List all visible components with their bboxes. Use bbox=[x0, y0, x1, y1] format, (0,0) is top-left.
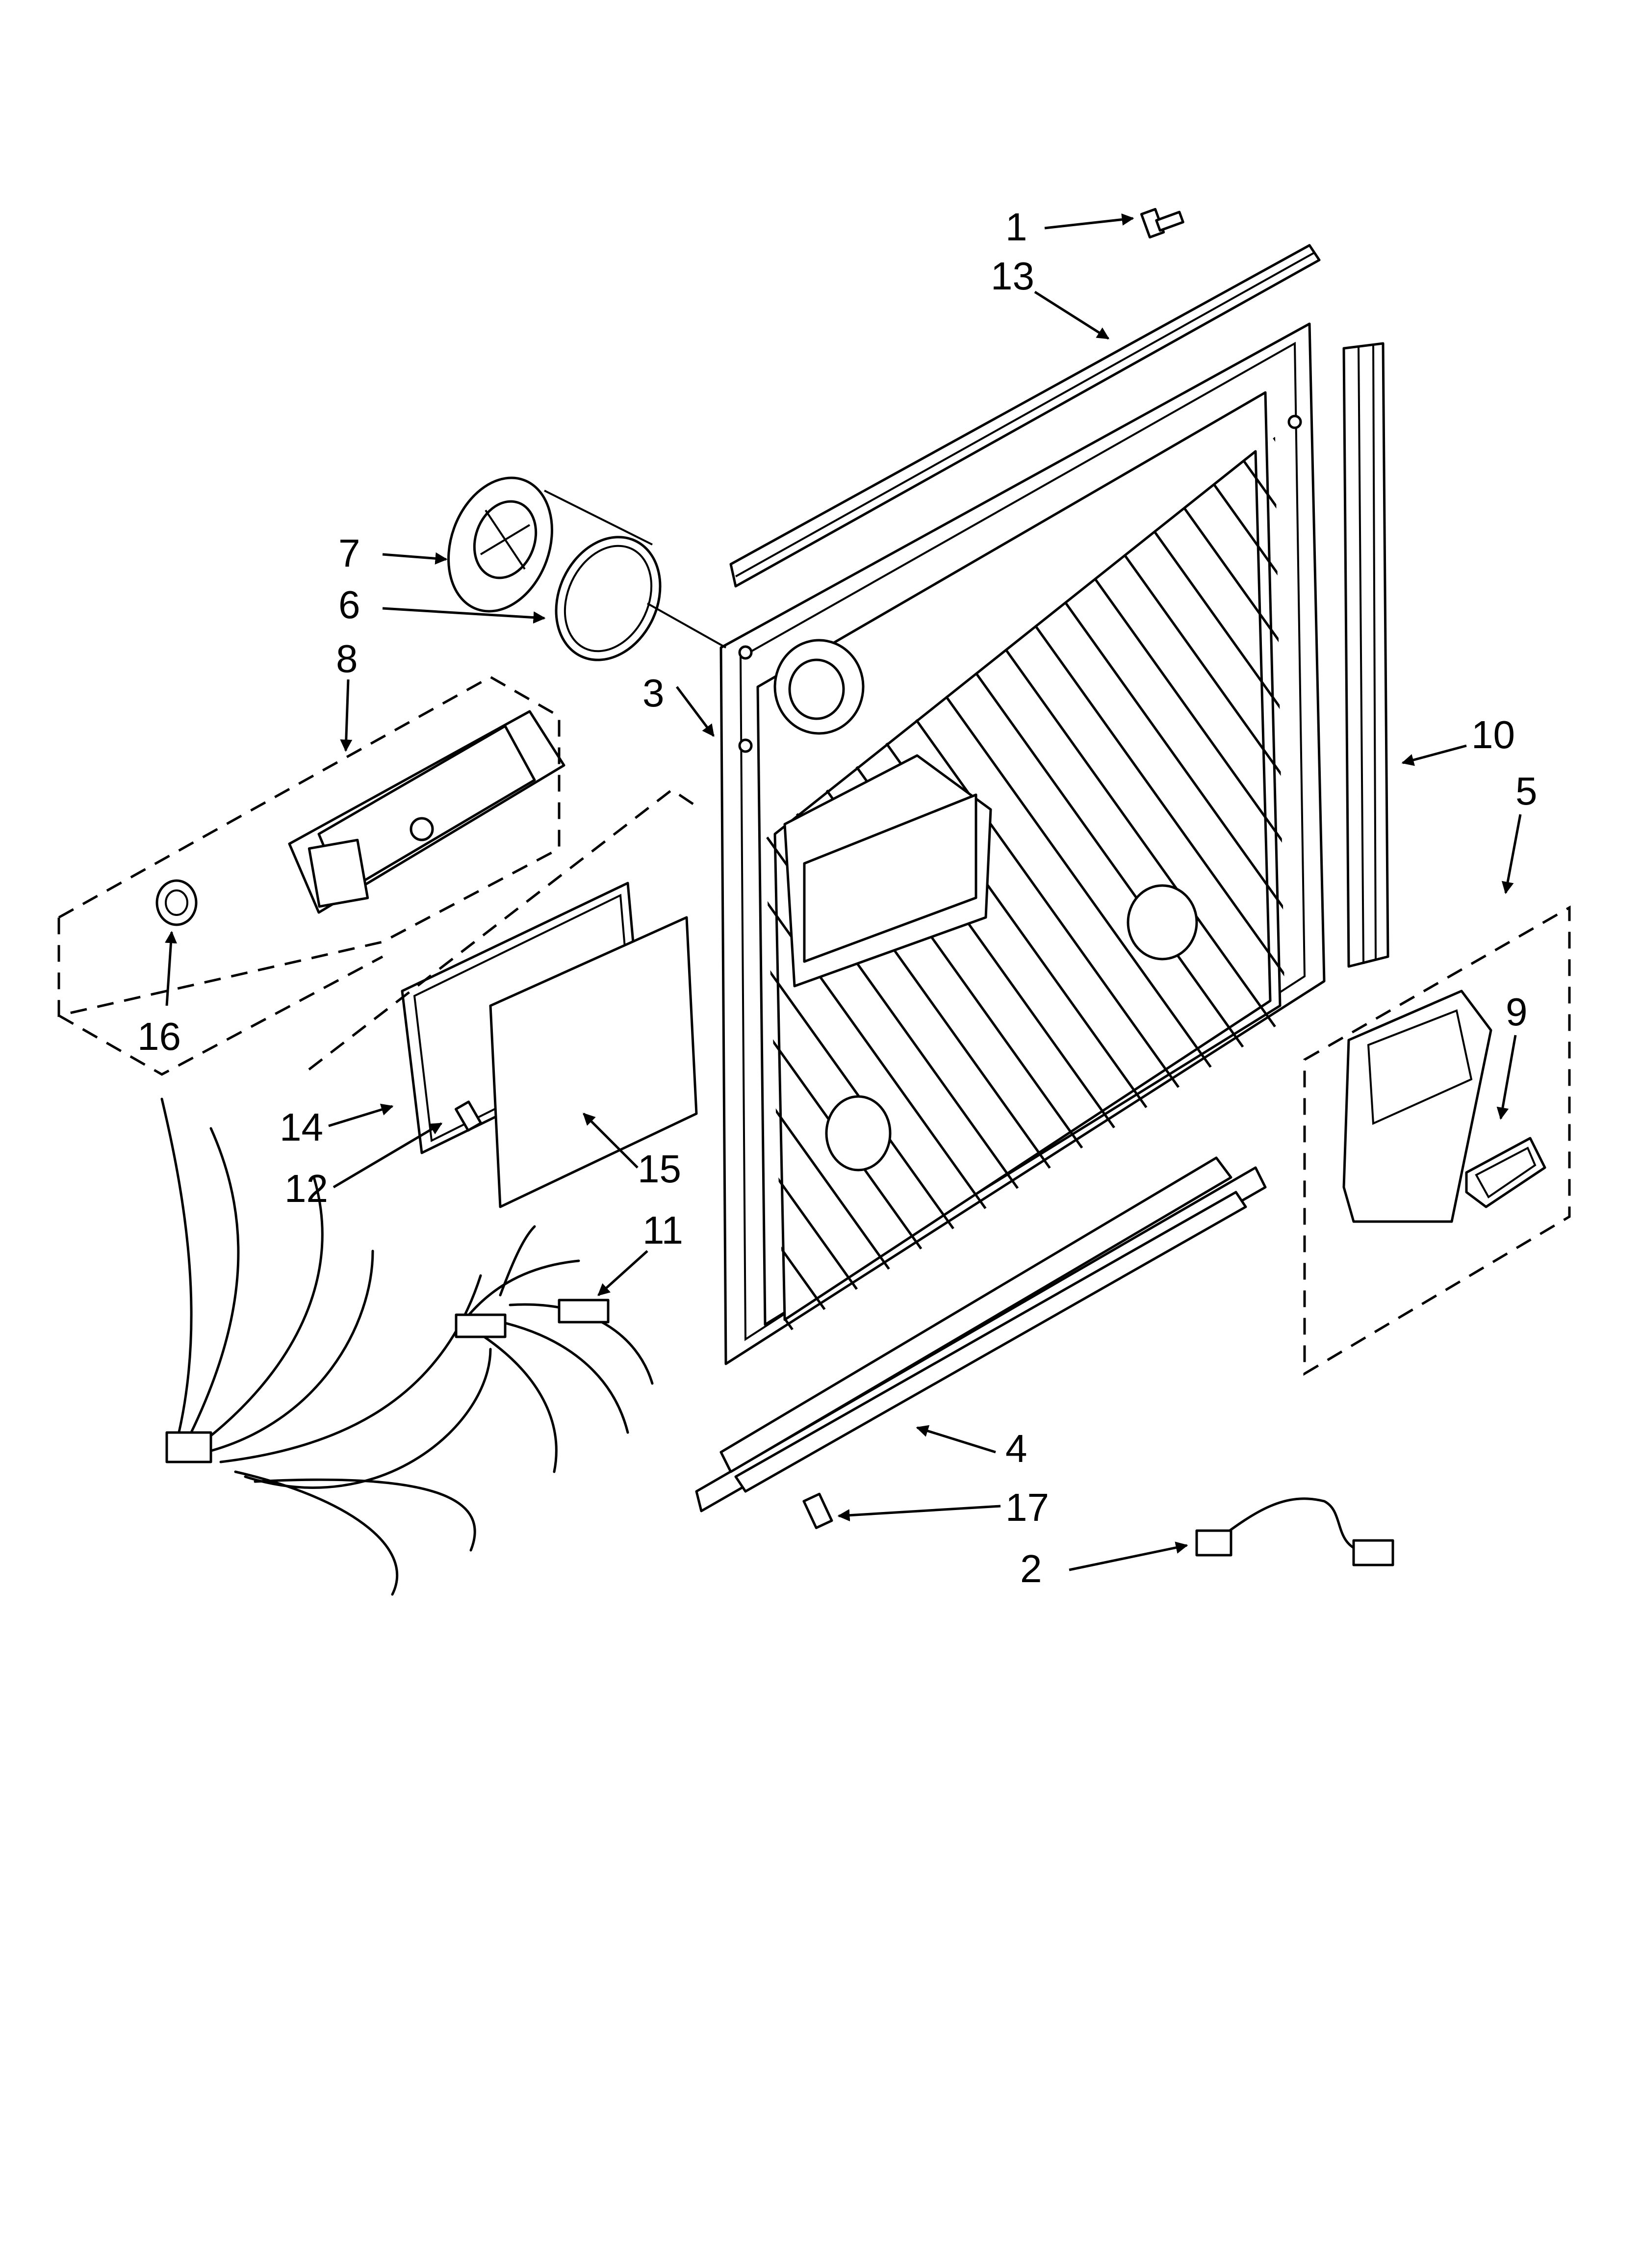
hatch-line bbox=[1439, 343, 1642, 1374]
callout-2: 2 bbox=[1020, 1547, 1042, 1590]
wire-harness-2 bbox=[1195, 1497, 1394, 1566]
board-cover bbox=[489, 916, 698, 1208]
callout-7: 7 bbox=[338, 531, 360, 575]
callout-16: 16 bbox=[137, 1015, 181, 1058]
hatch-line bbox=[765, 437, 919, 1334]
callout-5: 5 bbox=[1515, 769, 1538, 813]
hatch-line bbox=[1112, 437, 1285, 1334]
callout-1: 1 bbox=[1005, 205, 1027, 249]
callout-4: 4 bbox=[1005, 1427, 1027, 1470]
hatch-line bbox=[765, 437, 1012, 1334]
vent-gasket bbox=[555, 536, 662, 661]
hatch-line bbox=[765, 437, 1105, 1334]
group-14-outline bbox=[308, 788, 702, 1070]
plug bbox=[155, 879, 198, 926]
callout-8: 8 bbox=[336, 637, 358, 680]
duct-gasket bbox=[1465, 1137, 1546, 1208]
callout-3: 3 bbox=[642, 671, 665, 715]
callout-15: 15 bbox=[638, 1147, 681, 1191]
dispenser bbox=[288, 710, 565, 914]
screw-1 bbox=[1140, 208, 1184, 239]
callout-14: 14 bbox=[280, 1105, 323, 1149]
callout-6: 6 bbox=[338, 583, 360, 626]
hatch-line bbox=[765, 437, 1058, 1334]
callout-12: 12 bbox=[284, 1167, 328, 1210]
screw-17 bbox=[802, 1492, 833, 1529]
screw-12 bbox=[455, 1100, 482, 1132]
wire-harness-11 bbox=[160, 1097, 654, 1596]
bottom-trim bbox=[695, 1156, 1267, 1512]
side-trim bbox=[1342, 342, 1389, 968]
hatch-line bbox=[765, 437, 825, 1334]
group-5-outline bbox=[1303, 905, 1571, 1376]
vent-cap bbox=[447, 476, 553, 613]
callout-13: 13 bbox=[991, 254, 1034, 298]
callout-9: 9 bbox=[1506, 990, 1528, 1034]
hatch-line bbox=[765, 437, 965, 1334]
group-8-outline-2 bbox=[58, 955, 384, 1076]
vent-duct bbox=[1342, 990, 1492, 1223]
callout-17: 17 bbox=[1005, 1486, 1049, 1529]
callout-10: 10 bbox=[1471, 713, 1515, 756]
top-trim bbox=[729, 244, 1321, 588]
hatch-line bbox=[1065, 437, 1285, 1334]
callout-11: 11 bbox=[642, 1208, 683, 1252]
